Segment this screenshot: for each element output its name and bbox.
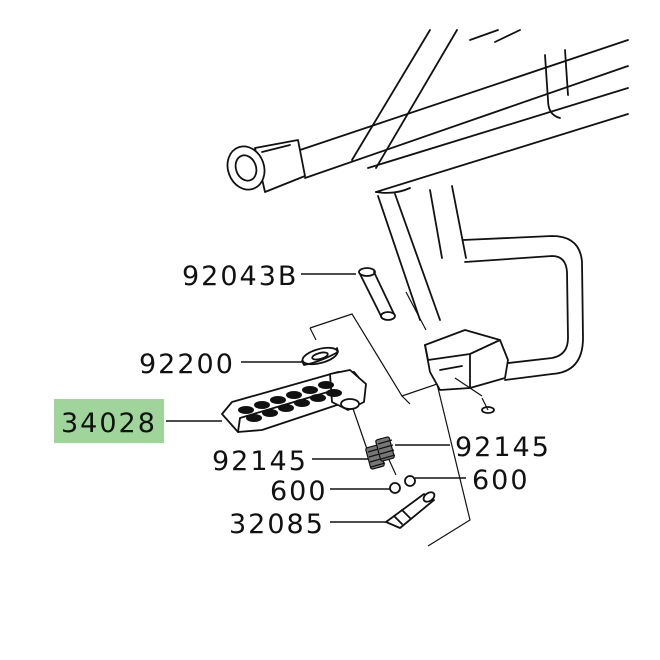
label-92200: 92200 — [139, 349, 235, 380]
pin-32085 — [385, 491, 436, 529]
tube-end-cap — [226, 139, 306, 193]
label-600-left: 600 — [270, 476, 328, 507]
loop-tube — [462, 235, 584, 381]
label-92145-left: 92145 — [212, 446, 308, 477]
pivot-pin-92043B — [358, 267, 396, 321]
label-92145-right: 92145 — [455, 432, 551, 463]
label-32085: 32085 — [229, 509, 325, 540]
part-labels: 92043B 92200 34028 92145 92145 600 600 3… — [61, 261, 551, 540]
label-34028: 34028 — [61, 408, 157, 439]
footpeg-34028 — [221, 369, 367, 433]
footpeg-bracket — [424, 329, 509, 414]
washer-92200 — [301, 346, 339, 366]
assembly-guide-lines — [309, 291, 471, 547]
footpeg-rubber-grips — [238, 381, 342, 422]
part-label-highlight — [54, 399, 164, 443]
ball-600-right — [404, 475, 416, 487]
frame-rails — [299, 29, 629, 321]
ball-600-left — [389, 482, 401, 494]
spring-92145-right — [375, 436, 396, 462]
leader-lines — [166, 273, 466, 523]
label-600-right: 600 — [472, 465, 530, 496]
label-92043B: 92043B — [182, 261, 298, 292]
